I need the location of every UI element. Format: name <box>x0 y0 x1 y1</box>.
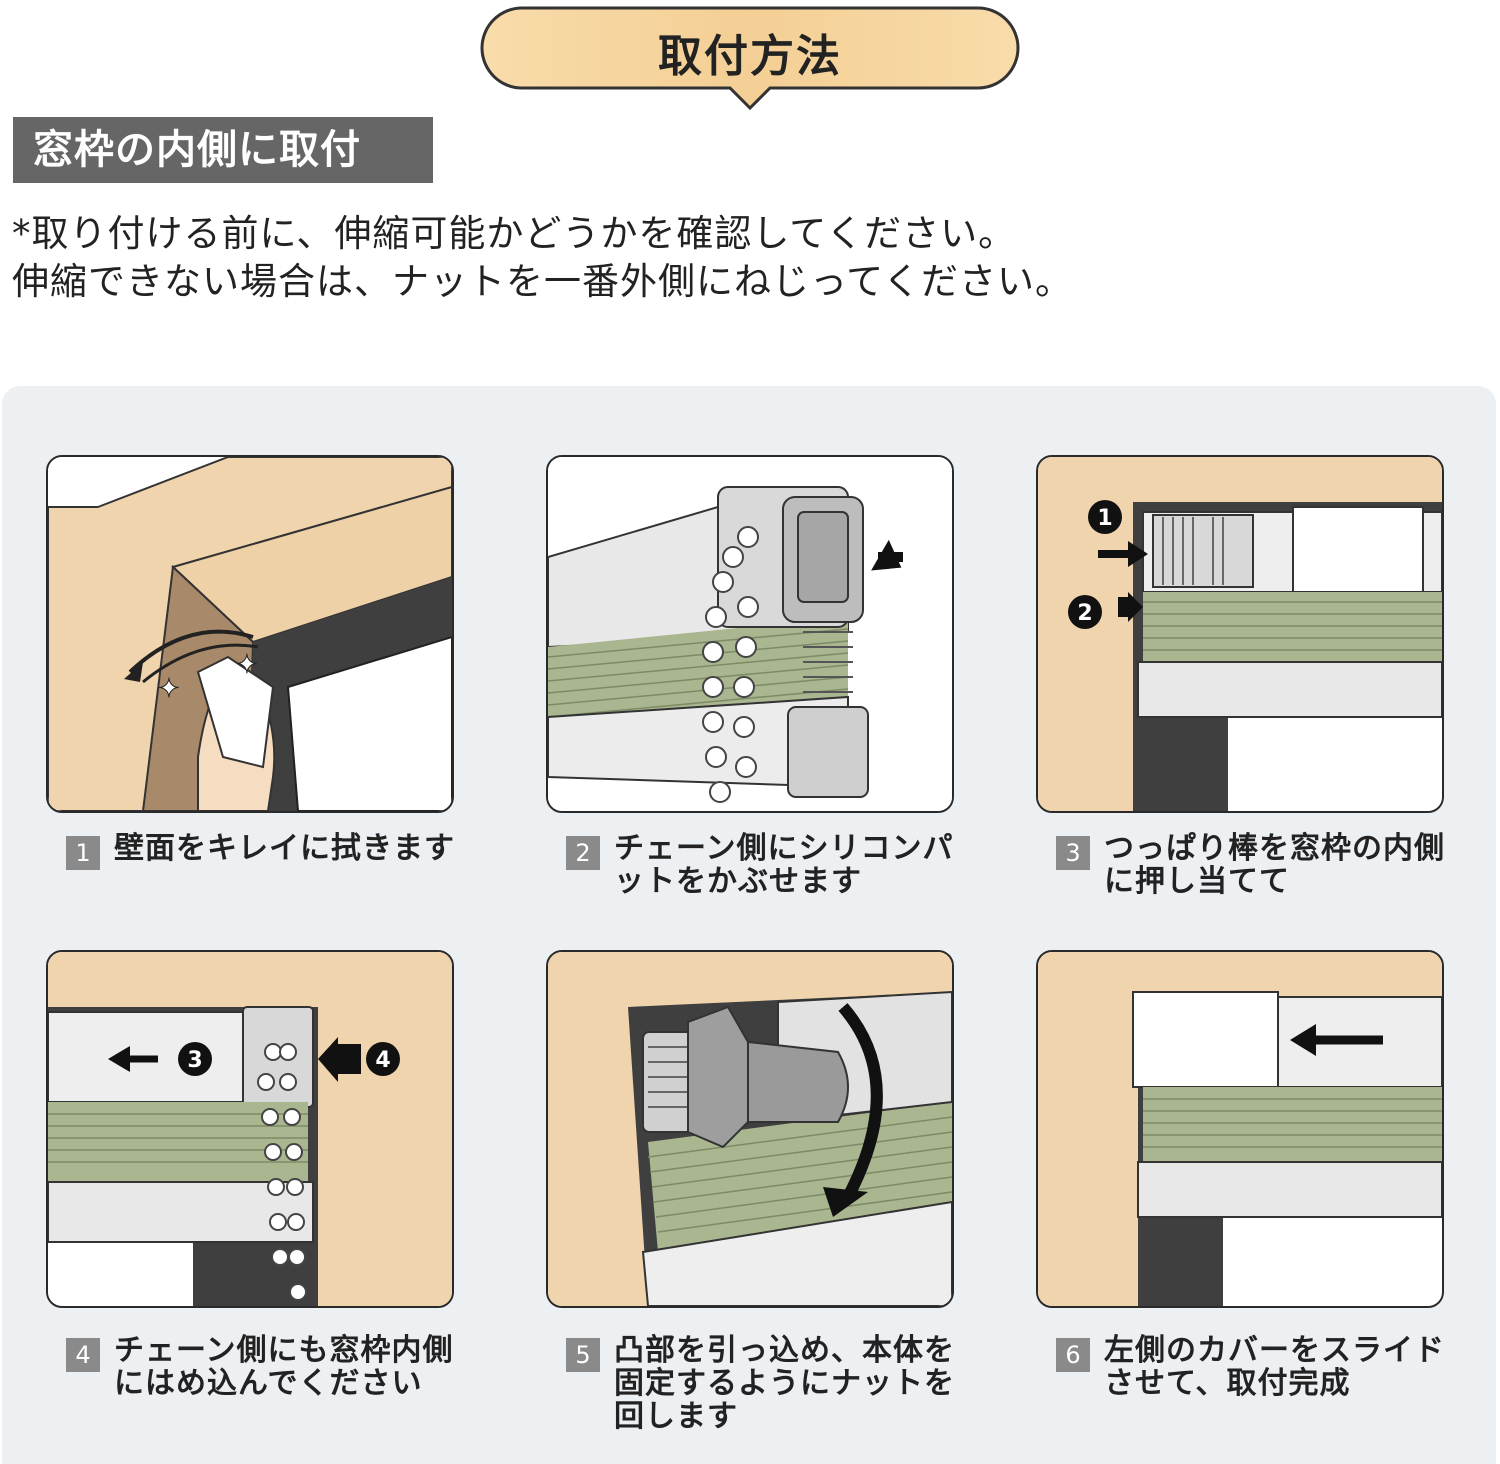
svg-text:✦: ✦ <box>236 650 258 680</box>
step-4-illustration: 3 4 <box>46 950 454 1308</box>
step-text: 壁面をキレイに拭きます <box>114 832 474 865</box>
svg-text:1: 1 <box>1097 506 1112 531</box>
step-text: 左側のカバーをスライドさせて、取付完成 <box>1104 1334 1464 1400</box>
step-text: 凸部を引っ込め、本体を固定するようにナットを回します <box>614 1334 974 1433</box>
step-number-badge: 2 <box>566 836 600 870</box>
svg-text:2: 2 <box>1077 601 1092 626</box>
svg-text:3: 3 <box>187 1048 202 1073</box>
install-note: *取り付ける前に、伸縮可能かどうかを確認してください。 伸縮できない場合は、ナッ… <box>12 210 1482 306</box>
step-text: チェーン側にも窓枠内側にはめ込んでください <box>114 1334 474 1400</box>
svg-text:✦: ✦ <box>158 674 180 704</box>
svg-text:4: 4 <box>375 1048 390 1073</box>
step-number-badge: 1 <box>66 836 100 870</box>
step-number-badge: 4 <box>66 1338 100 1372</box>
step-1-illustration: ✦ ✦ <box>46 455 454 813</box>
title-bubble: 取付方法 <box>480 4 1020 116</box>
step-number-badge: 6 <box>1056 1338 1090 1372</box>
step-number-badge: 3 <box>1056 836 1090 870</box>
step-text: つっぱり棒を窓枠の内側に押し当てて <box>1104 832 1464 898</box>
step-3-illustration: 1 2 <box>1036 455 1444 813</box>
note-line-1: *取り付ける前に、伸縮可能かどうかを確認してください。 <box>12 210 1482 258</box>
step-6-illustration <box>1036 950 1444 1308</box>
note-line-2: 伸縮できない場合は、ナットを一番外側にねじってください。 <box>12 258 1482 306</box>
step-5-illustration <box>546 950 954 1308</box>
page-title: 取付方法 <box>480 20 1020 84</box>
step-text: チェーン側にシリコンパットをかぶせます <box>614 832 974 898</box>
step-number-badge: 5 <box>566 1338 600 1372</box>
step-2-illustration <box>546 455 954 813</box>
section-label: 窓枠の内側に取付 <box>13 117 433 183</box>
